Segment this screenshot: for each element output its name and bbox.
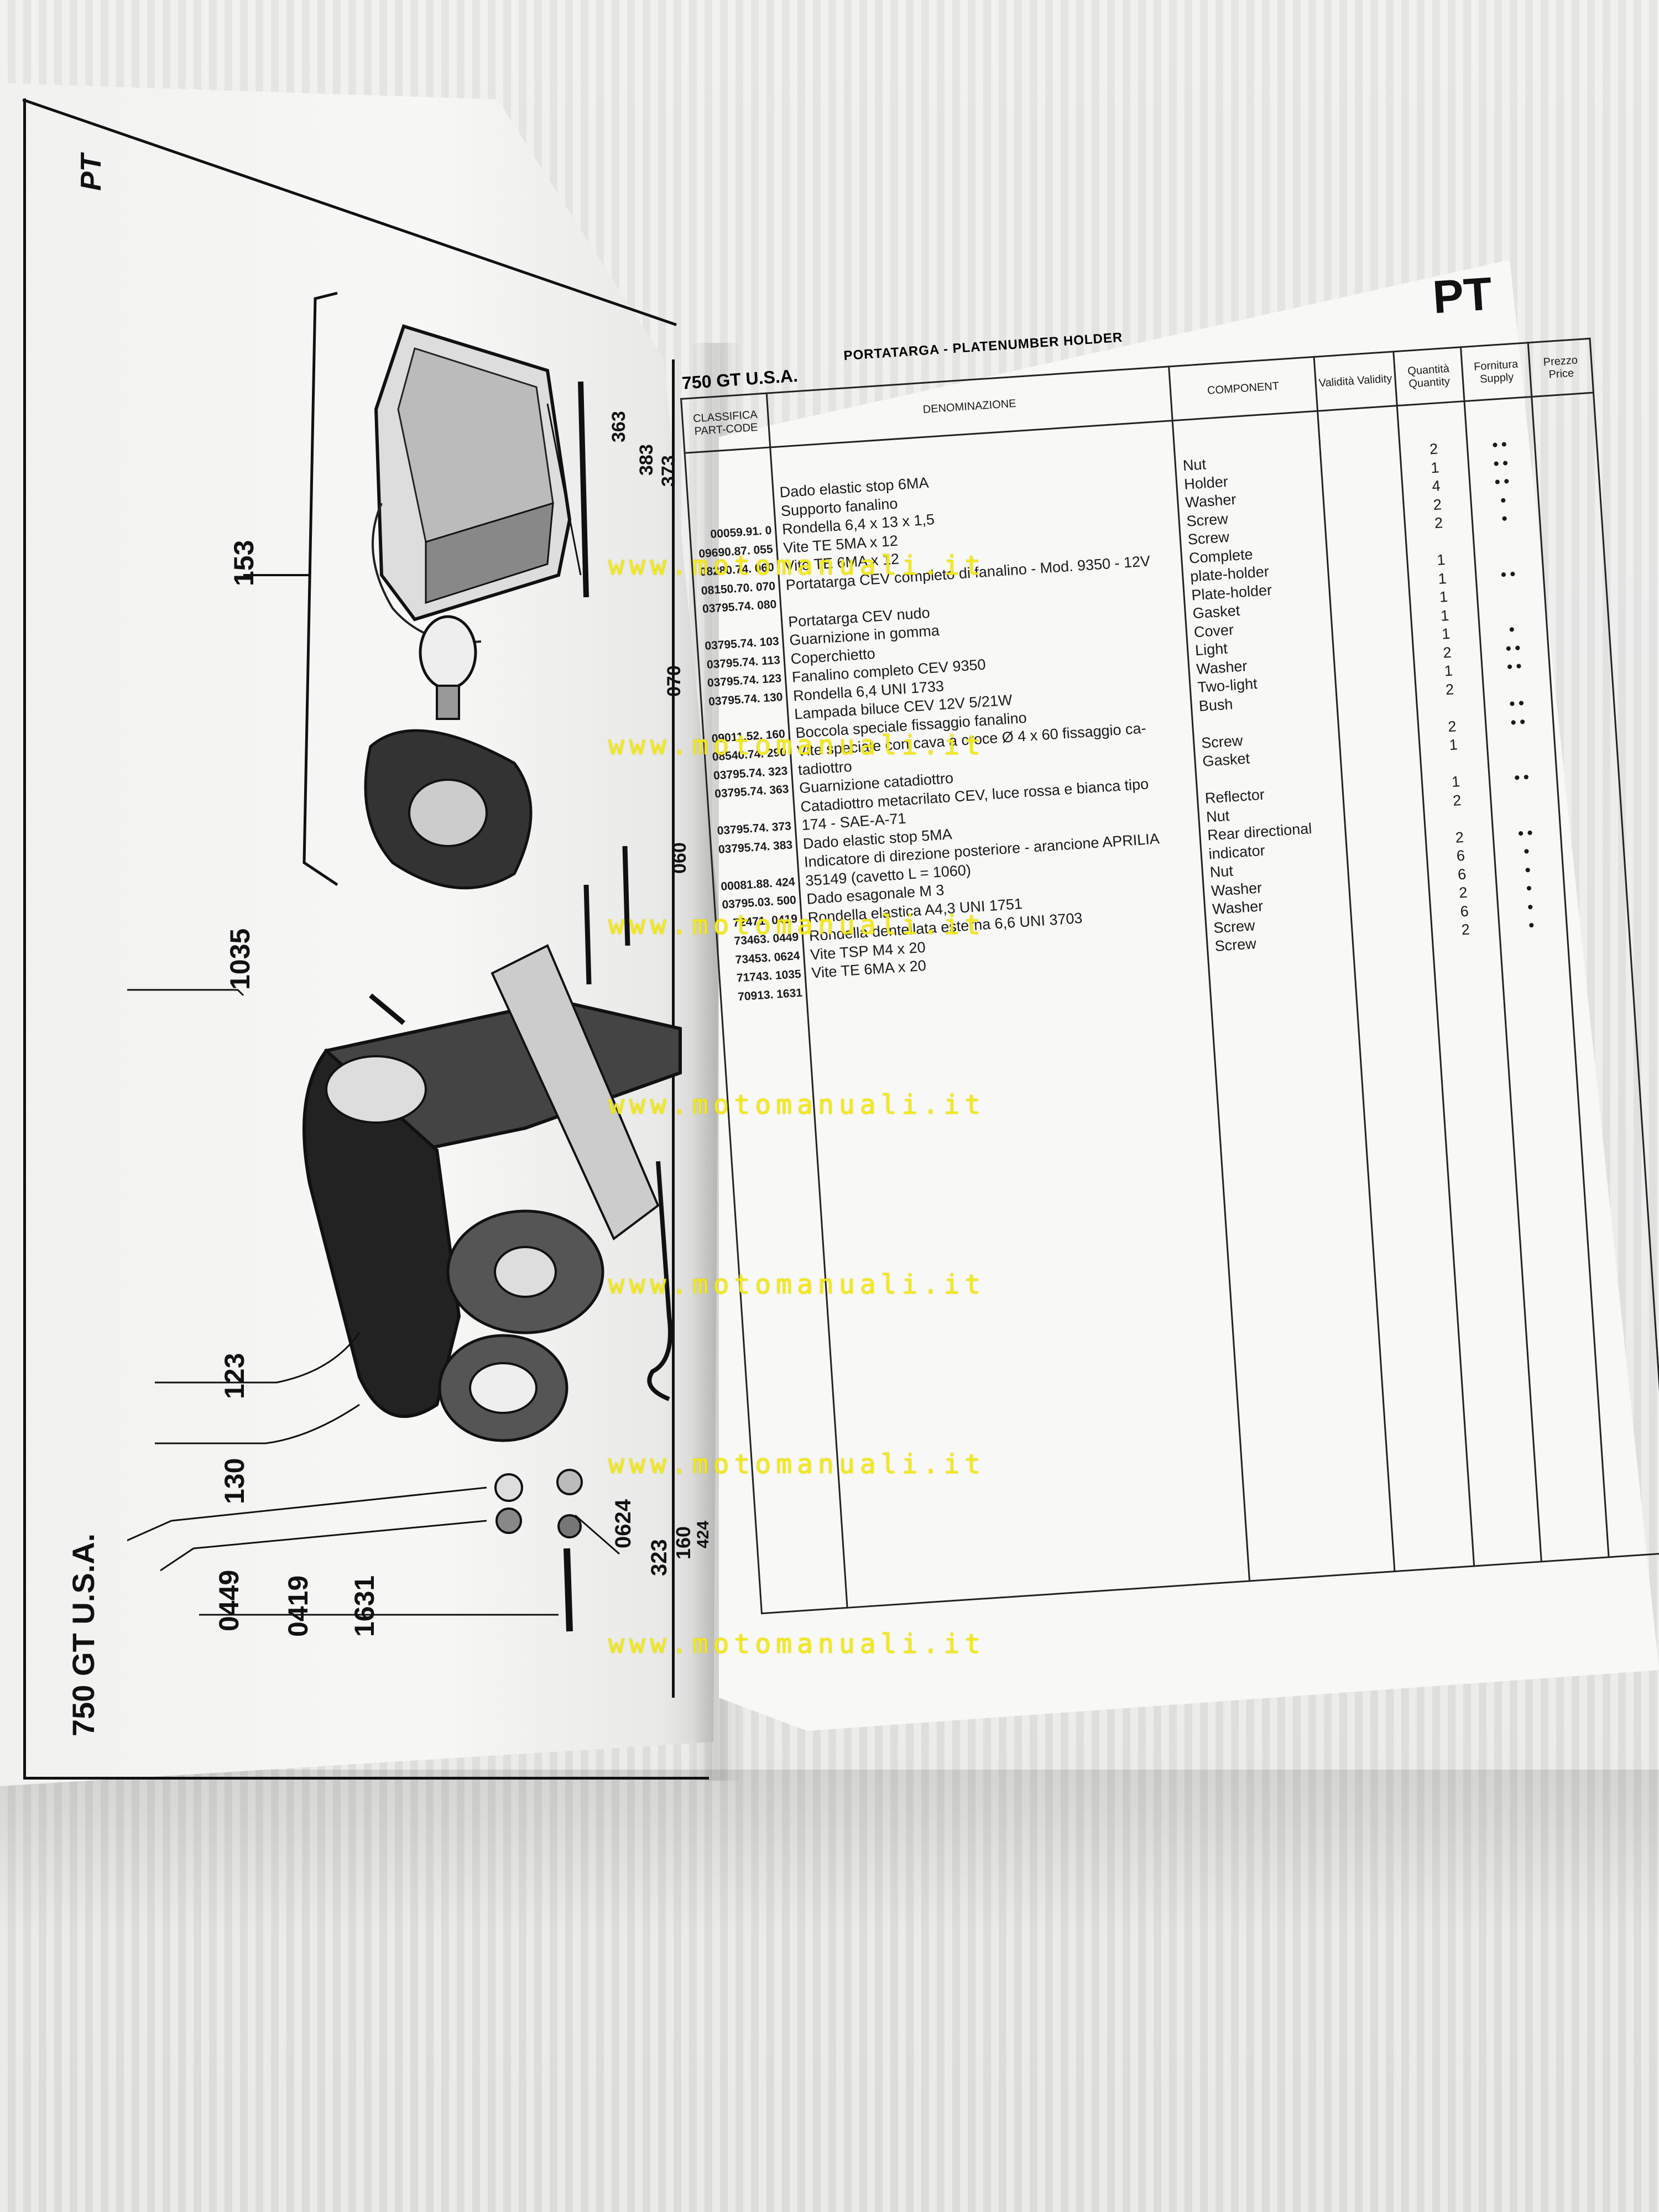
round-flange (446, 1209, 604, 1334)
callout-0624: 0624 (611, 1499, 635, 1548)
callout-424: 424 (694, 1520, 712, 1548)
header-supply: Fornitura Supply (1460, 342, 1532, 401)
header-validity: Validità Validity (1313, 351, 1397, 411)
quantity-cell: 2 (1460, 921, 1470, 938)
header-quantity: Quantità Quantity (1393, 347, 1465, 406)
callout-130: 130 (219, 1458, 250, 1504)
bulb (419, 615, 477, 720)
header-price: Prezzo Price (1528, 338, 1594, 397)
callout-160: 160 (672, 1526, 695, 1559)
callout-123: 123 (219, 1353, 250, 1399)
callout-070: 070 (664, 665, 685, 697)
callout-323: 323 (647, 1539, 671, 1576)
right-section-code: PT (1431, 267, 1494, 324)
plate-holder (302, 944, 682, 1418)
light-base (364, 729, 533, 890)
callout-373: 373 (658, 455, 679, 487)
watermark: www.motomanuali.it (608, 1089, 986, 1120)
left-page (0, 83, 719, 1786)
supply-cell: • (1528, 916, 1538, 935)
gasket-ring (438, 1334, 568, 1442)
callout-0419: 0419 (283, 1575, 314, 1637)
book-shadow (0, 1770, 1659, 1936)
callout-153: 153 (228, 540, 259, 586)
watermark: www.motomanuali.it (608, 730, 986, 761)
callout-363: 363 (608, 411, 629, 442)
watermark: www.motomanuali.it (608, 1449, 986, 1480)
callout-1035: 1035 (225, 928, 255, 990)
parts-list-page: PT 750 GT U.S.A. PORTATARGA - PLATENUMBE… (680, 267, 1659, 1623)
left-model-label: 750 GT U.S.A. (66, 1533, 101, 1736)
callout-060: 060 (669, 842, 690, 874)
callout-383: 383 (636, 444, 657, 476)
watermark: www.motomanuali.it (608, 1629, 986, 1660)
callout-0449: 0449 (213, 1569, 244, 1631)
header-component: COMPONENT (1168, 357, 1318, 421)
right-page (719, 260, 1659, 1731)
left-section-code: PT (75, 154, 107, 191)
reflector-housing (374, 324, 572, 622)
left-page-frame (23, 98, 709, 1780)
watermark: www.motomanuali.it (608, 1269, 986, 1300)
parts-table: CLASSIFICA PART-CODE DENOMINAZIONE COMPO… (680, 338, 1659, 1615)
watermark: www.motomanuali.it (608, 910, 986, 941)
exploded-parts-diagram (127, 291, 682, 1632)
callout-1631: 1631 (349, 1575, 380, 1637)
watermark: www.motomanuali.it (608, 550, 986, 581)
header-code: CLASSIFICA PART-CODE (681, 393, 770, 453)
